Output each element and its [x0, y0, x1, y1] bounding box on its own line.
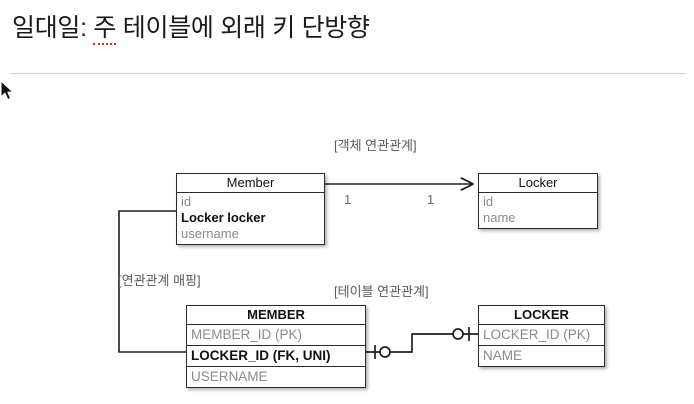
page-title-prefix: 일대일: [12, 14, 94, 42]
page-title-suffix: 테이블에 외래 키 단방향 [116, 14, 370, 42]
table-relation-label: [테이블 연관관계] [334, 284, 429, 299]
member-table[interactable]: MEMBER MEMBER_ID (PK) LOCKER_ID (FK, UNI… [186, 305, 366, 388]
member-table-columns: MEMBER_ID (PK) LOCKER_ID (FK, UNI) USERN… [187, 325, 365, 387]
locker-table-column-name: NAME [483, 348, 523, 363]
title-divider [10, 73, 686, 74]
multiplicity-right: 1 [427, 192, 435, 207]
member-attr-id: id [181, 194, 192, 209]
locker-table-title: LOCKER [479, 306, 604, 325]
locker-entity-attributes: id name [479, 193, 597, 228]
member-entity[interactable]: Member id Locker locker username [176, 173, 325, 245]
relation-circle-member [379, 346, 391, 358]
member-entity-attributes: id Locker locker username [177, 193, 324, 244]
mapping-arrow [118, 210, 216, 352]
locker-table-columns: LOCKER_ID (PK) NAME [479, 325, 604, 366]
page-title-spellchecked-word: 주 [93, 10, 116, 46]
locker-attr-name: name [483, 210, 516, 225]
member-attr-username: username [181, 226, 239, 241]
locker-table-column-locker-id: LOCKER_ID (PK) [479, 325, 604, 346]
member-table-column-username: USERNAME [191, 369, 268, 384]
relationship-diagram: [객체 연관관계] [연관관계 매핑] [테이블 연관관계] 1 1 Membe… [0, 80, 694, 404]
member-attr-locker: Locker locker [181, 210, 266, 225]
member-table-column-member-id: MEMBER_ID (PK) [187, 325, 365, 346]
locker-entity[interactable]: Locker id name [478, 173, 598, 229]
relation-circle-locker [452, 328, 464, 340]
member-entity-title: Member [177, 174, 324, 193]
page-title: 일대일: 주 테이블에 외래 키 단방향 [12, 10, 370, 46]
object-relation-label: [객체 연관관계] [334, 138, 417, 153]
locker-table[interactable]: LOCKER LOCKER_ID (PK) NAME [478, 305, 605, 367]
mapping-label: [연관관계 매핑] [118, 273, 201, 288]
connector-layer [118, 80, 478, 359]
locker-attr-id: id [483, 194, 494, 209]
member-table-title: MEMBER [187, 306, 365, 325]
locker-entity-title: Locker [479, 174, 597, 193]
multiplicity-left: 1 [344, 192, 352, 207]
member-table-column-locker-id: LOCKER_ID (FK, UNI) [187, 346, 365, 367]
